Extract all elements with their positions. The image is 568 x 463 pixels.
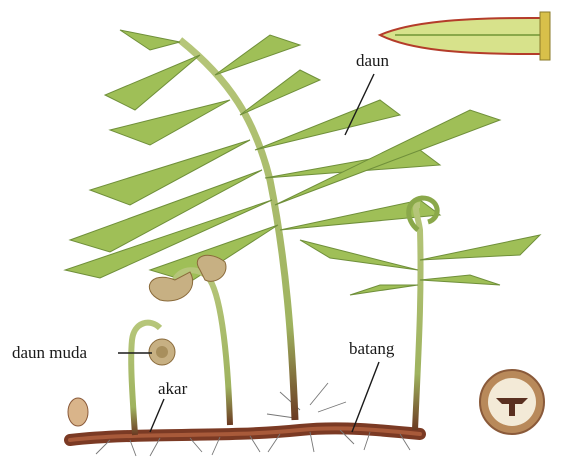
right-frond-stalk <box>415 205 421 430</box>
label-akar: akar <box>150 379 188 432</box>
label-batang: batang <box>349 339 395 432</box>
leader-line-batang <box>352 362 379 432</box>
label-daun-muda-text: daun muda <box>12 343 88 362</box>
stem-cross-section-icon <box>480 370 544 434</box>
label-batang-text: batang <box>349 339 395 358</box>
young-frond-coil <box>149 339 175 365</box>
roots <box>96 383 410 456</box>
leader-line-akar <box>150 399 164 432</box>
rhizome <box>68 398 420 440</box>
label-akar-text: akar <box>158 379 188 398</box>
label-daun-text: daun <box>356 51 390 70</box>
fern-pinnule-icon <box>380 12 550 60</box>
